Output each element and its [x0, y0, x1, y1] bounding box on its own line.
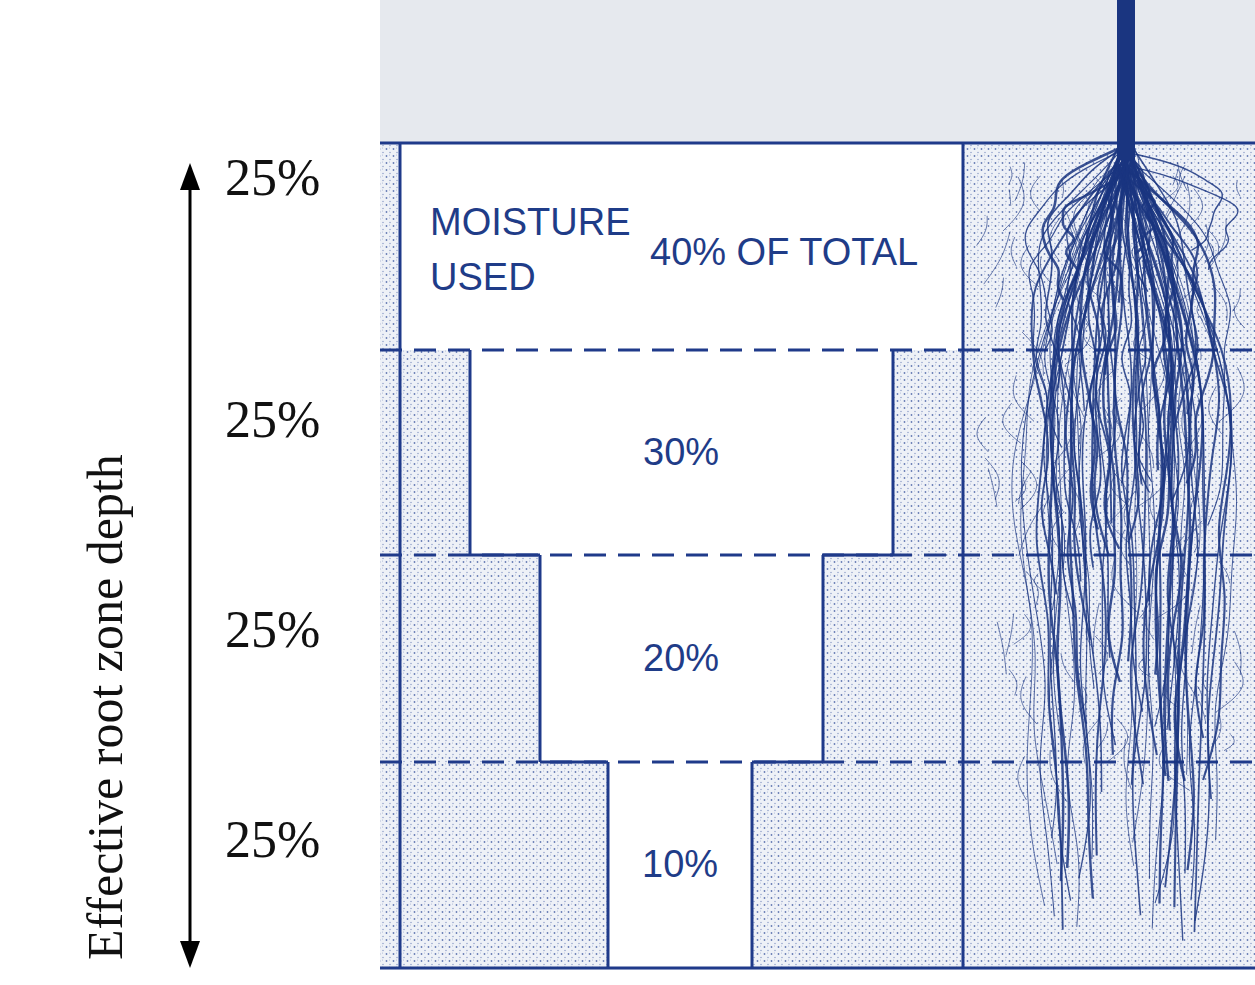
- depth-share: 25%: [225, 604, 320, 656]
- band-heading: 20%: [643, 631, 719, 686]
- depth-arrow: [180, 163, 200, 968]
- moisture-band: MOISTURE USED40% OF TOTAL: [400, 143, 963, 350]
- depth-share: 25%: [225, 814, 320, 866]
- soil-stipple: [380, 143, 1255, 970]
- plant-stem: [1117, 0, 1135, 160]
- band-value: 40% OF TOTAL: [650, 225, 918, 280]
- root-system: [977, 145, 1245, 941]
- grid-lines: [380, 143, 1255, 968]
- band-heading: 30%: [643, 425, 719, 480]
- axis-title: Effective root zone depth: [75, 280, 135, 960]
- moisture-band: 10%: [608, 762, 752, 968]
- depth-share: 25%: [225, 394, 320, 446]
- band-heading: MOISTURE USED: [430, 195, 645, 305]
- band-heading: 10%: [642, 837, 718, 892]
- depth-share: 25%: [225, 152, 320, 204]
- moisture-band: 30%: [470, 350, 893, 555]
- moisture-band: 20%: [540, 555, 823, 762]
